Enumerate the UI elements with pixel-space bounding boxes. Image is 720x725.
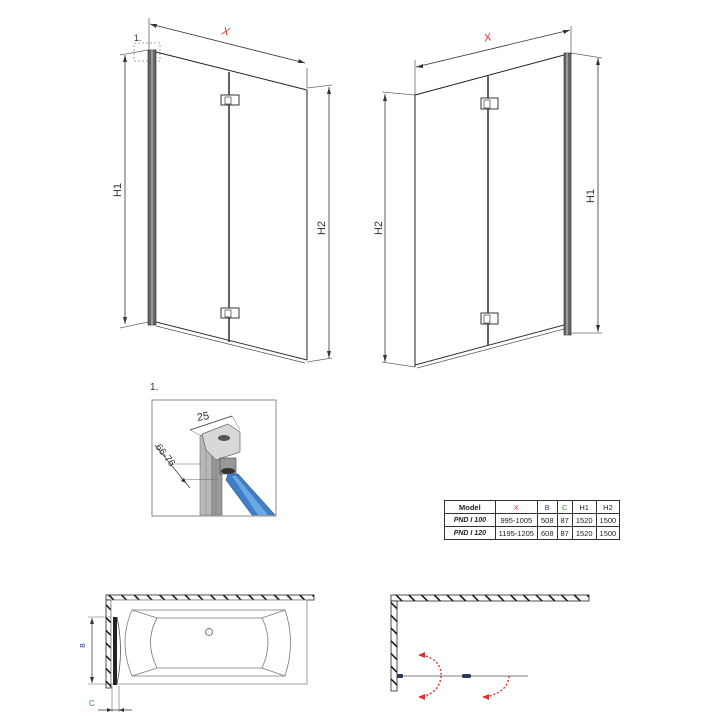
header-b: B — [536, 500, 558, 514]
cell-h1: 1520 — [571, 513, 597, 527]
cell-x: 995-1005 — [494, 513, 538, 527]
spec-table-header: Model X B C H1 H2 — [444, 500, 621, 514]
plan-swing-drawing — [390, 594, 590, 700]
cell-c: 87 — [556, 513, 573, 527]
dim-h2-label: H2 — [316, 220, 329, 236]
dim-b-label: B — [79, 643, 87, 648]
plan-view-swing — [380, 580, 600, 720]
cell-h2: 1500 — [595, 513, 621, 527]
dim-h1-label: H1 — [112, 182, 125, 198]
detail-ref-label: 1. — [134, 33, 142, 43]
header-x: X — [494, 500, 538, 514]
cell-b: 508 — [536, 513, 558, 527]
cell-h1: 1520 — [571, 526, 597, 540]
front-view-right: X H2 H1 — [360, 0, 720, 380]
swing-arrows — [421, 654, 510, 698]
front-view-right-drawing — [381, 26, 603, 369]
table-row: PND I 120 1195-1205 608 87 1520 1500 — [444, 526, 621, 540]
front-view-left-drawing — [119, 18, 333, 364]
detail-drawing — [151, 399, 277, 517]
cell-x: 1195-1205 — [494, 526, 538, 540]
header-c: C — [556, 500, 573, 514]
detail-label: 1. — [150, 382, 159, 393]
cell-h2: 1500 — [595, 526, 621, 540]
spec-table: Model X B C H1 H2 PND I 100 995-1005 508… — [444, 500, 621, 540]
dim-h1-label: H1 — [585, 188, 598, 204]
front-view-left: X 1. H1 H2 — [0, 0, 360, 380]
header-h2: H2 — [595, 500, 621, 514]
cell-b: 608 — [536, 526, 558, 540]
cell-c: 87 — [556, 526, 573, 540]
dim-25-label: 25 — [196, 410, 211, 424]
plan-bath-drawing — [88, 594, 315, 712]
plan-view-bath: B C — [80, 580, 320, 720]
header-model: Model — [444, 500, 496, 514]
cell-model: PND I 120 — [444, 526, 496, 540]
dim-c-label: C — [89, 699, 95, 708]
cell-model: PND I 100 — [444, 513, 496, 527]
table-row: PND I 100 995-1005 508 87 1520 1500 — [444, 513, 621, 527]
header-h1: H1 — [571, 500, 597, 514]
dim-h2-label: H2 — [373, 220, 386, 236]
detail-view-profile: 1. 25 66-76 — [140, 380, 280, 530]
